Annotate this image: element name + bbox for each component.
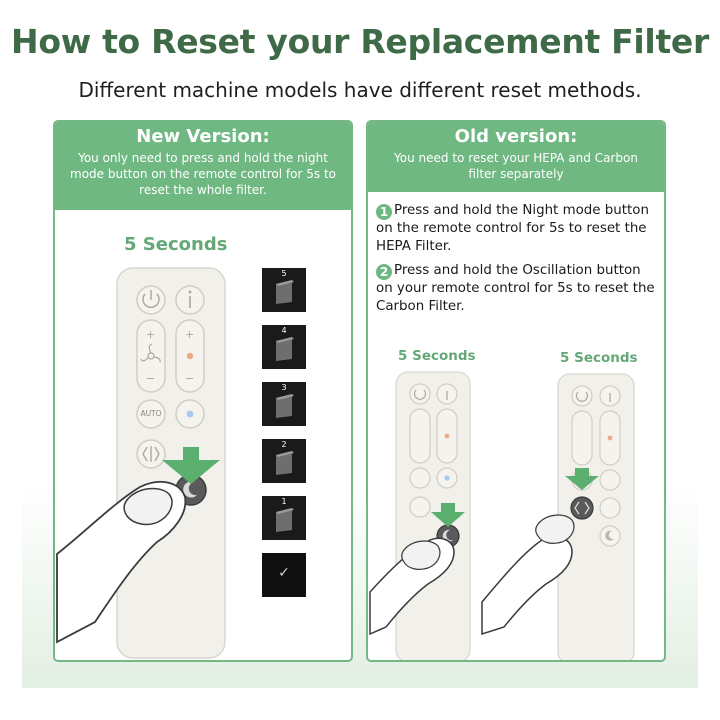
check-icon: ✓ <box>278 565 290 581</box>
new-version-card: New Version: You only need to press and … <box>53 120 353 662</box>
filter-icon <box>276 508 294 532</box>
moon-icon <box>183 481 197 498</box>
arrow-down-icon <box>431 503 465 527</box>
filter-icon <box>276 394 294 418</box>
countdown-number: 5 <box>281 269 287 278</box>
countdown-tile-5: 5 <box>262 268 306 312</box>
fan-icon <box>140 343 161 363</box>
orange-dot <box>186 352 194 360</box>
step-number: 1 <box>376 204 392 220</box>
oscillation-button-carbon[interactable] <box>570 496 594 520</box>
old-version-card: Old version: You need to reset your HEPA… <box>366 120 666 662</box>
power-icon <box>409 383 431 405</box>
arrow-down-icon <box>565 468 599 490</box>
new-version-seconds-label: 5 Seconds <box>124 234 228 255</box>
power-icon <box>136 285 166 315</box>
auto-button[interactable] <box>136 399 166 429</box>
countdown-tile-2: 2 <box>262 439 306 483</box>
remote-plus-label-right: + <box>185 328 195 341</box>
page-title: How to Reset your Replacement Filter <box>11 22 709 61</box>
old-version-title: Old version: <box>454 126 578 147</box>
countdown-number: 4 <box>281 326 287 335</box>
arrow-down-icon <box>162 447 220 484</box>
step-text: Press and hold the Night mode button on … <box>376 203 649 254</box>
filter-icon <box>276 337 294 361</box>
oscillation-icon <box>574 501 590 515</box>
oscillation-icon <box>409 496 431 518</box>
countdown-tile-done: ✓ <box>262 553 306 597</box>
new-version-header: New Version: You only need to press and … <box>55 122 351 210</box>
step-text: Press and hold the Oscillation button on… <box>376 263 655 314</box>
countdown-tile-3: 3 <box>262 382 306 426</box>
filter-icon <box>276 280 294 304</box>
countdown-tile-4: 4 <box>262 325 306 369</box>
old-version-header: Old version: You need to reset your HEPA… <box>368 122 664 192</box>
remote-large <box>56 267 226 659</box>
old-version-text: You need to reset your HEPA and Carbon f… <box>394 151 638 181</box>
blue-dot <box>186 410 194 418</box>
remote-minus-label-right: − <box>185 372 195 385</box>
remote-plus-label: + <box>146 328 156 341</box>
remote-minus-label: − <box>146 372 156 385</box>
finger-icon <box>481 535 573 636</box>
seconds-label-carbon: 5 Seconds <box>560 350 638 366</box>
remote-carbon <box>481 373 635 660</box>
seconds-label-hepa: 5 Seconds <box>398 348 476 364</box>
filter-icon <box>276 451 294 475</box>
new-version-text: You only need to press and hold the nigh… <box>70 151 336 197</box>
page-subtitle: Different machine models have different … <box>78 78 642 102</box>
oscillation-icon <box>136 439 166 469</box>
power-icon <box>571 385 593 407</box>
countdown-number: 1 <box>281 497 287 506</box>
countdown-number: 3 <box>281 383 287 392</box>
auto-label: AUTO <box>140 409 162 418</box>
new-version-title: New Version: <box>136 126 270 147</box>
countdown-number: 2 <box>281 440 287 449</box>
info-icon <box>175 285 205 315</box>
moon-icon <box>599 525 621 547</box>
step-number: 2 <box>376 264 392 280</box>
remote-hepa <box>369 371 471 660</box>
countdown-tile-1: 1 <box>262 496 306 540</box>
